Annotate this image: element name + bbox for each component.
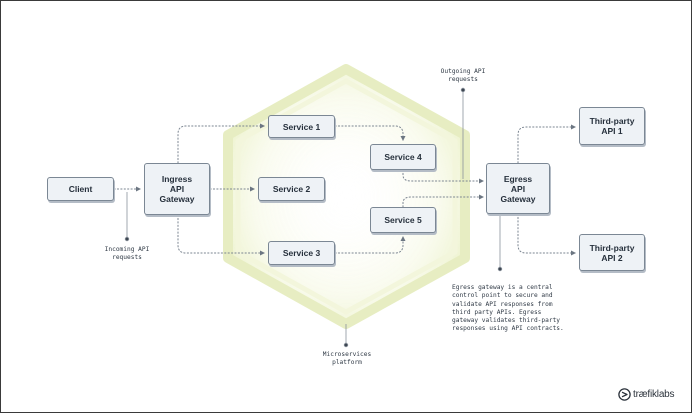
traefiklabs-logo-text: træfiklabs — [633, 389, 675, 400]
connector-egress-thirdparty2 — [517, 213, 576, 256]
connector-ingress-service1 — [177, 123, 265, 164]
egress-api-gateway-node: Egress API Gateway — [486, 163, 550, 214]
traefiklabs-logo: træfiklabs — [618, 388, 675, 401]
traefiklabs-logo-mark-icon — [618, 388, 631, 401]
connector-service5-egress — [402, 194, 484, 208]
third-party-api-1-node: Third-party API 1 — [579, 107, 645, 145]
incoming-api-requests-label: Incoming API requests — [104, 246, 150, 262]
connector-service4-egress — [402, 169, 484, 184]
service-5-node: Service 5 — [370, 207, 436, 233]
egress-gateway-description: Egress gateway is a central control poin… — [452, 284, 564, 333]
service-1-node: Service 1 — [268, 115, 335, 138]
service-3-node: Service 3 — [268, 241, 335, 265]
service-2-node: Service 2 — [258, 177, 325, 201]
client-node: Client — [47, 177, 114, 201]
service-4-node: Service 4 — [370, 144, 436, 170]
microservices-platform-label: Microservices platform — [322, 351, 372, 367]
ingress-api-gateway-node: Ingress API Gateway — [144, 163, 210, 215]
third-party-api-2-node: Third-party API 2 — [579, 234, 645, 271]
connector-egress-thirdparty1 — [517, 124, 576, 164]
outgoing-api-requests-label: Outgoing API requests — [440, 68, 486, 84]
connector-service3-service5 — [334, 236, 406, 254]
connector-service1-service4 — [334, 125, 406, 141]
